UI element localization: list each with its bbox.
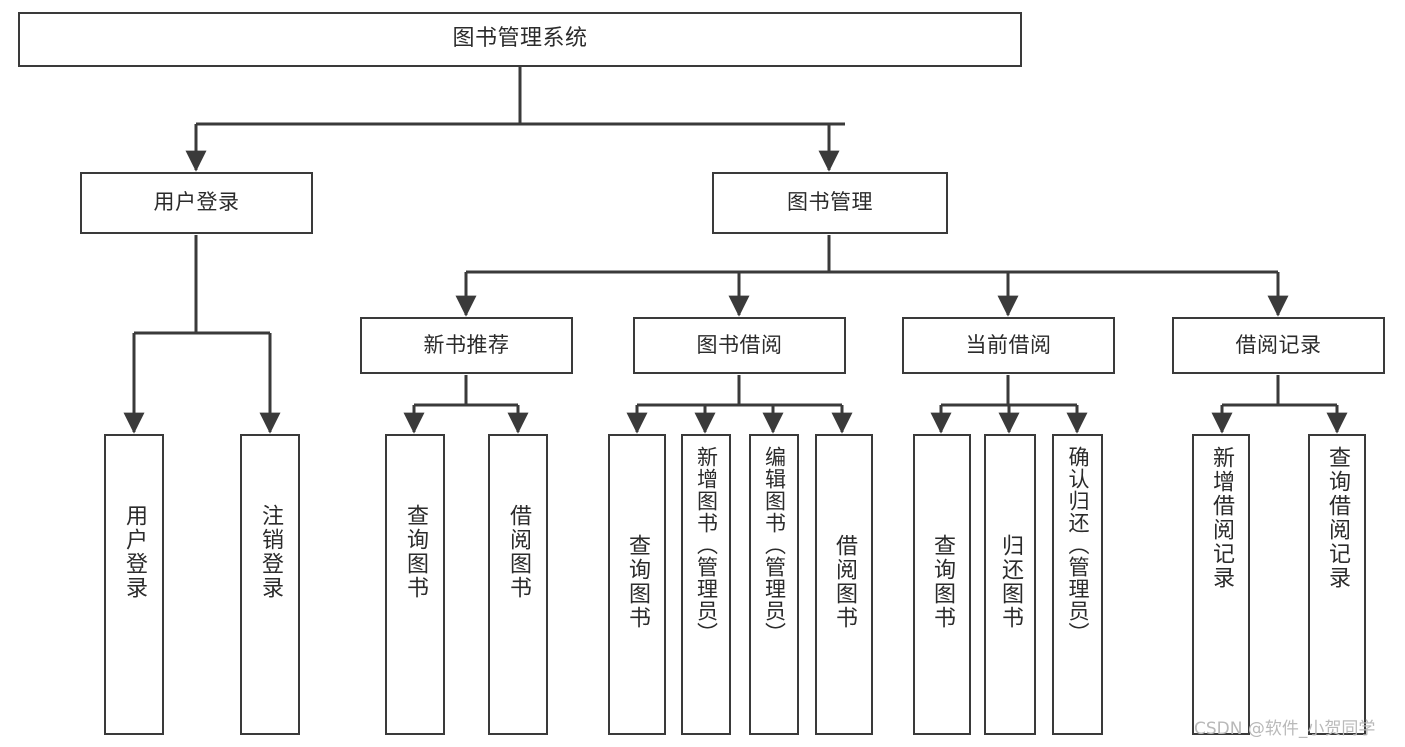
node-current-borrow-label: 当前借阅	[965, 332, 1052, 357]
leaf-logout-login-label: 注销登录	[258, 504, 283, 600]
node-borrow-record-label: 借阅记录	[1235, 332, 1322, 357]
leaf-query-book-2[interactable]: 查询图书	[608, 434, 666, 735]
node-user-login-label: 用户登录	[153, 190, 240, 215]
node-current-borrow[interactable]: 当前借阅	[902, 317, 1115, 374]
leaf-logout-login[interactable]: 注销登录	[240, 434, 300, 735]
leaf-query-book-3[interactable]: 查询图书	[913, 434, 971, 735]
node-book-borrow-label: 图书借阅	[696, 332, 783, 357]
node-borrow-record[interactable]: 借阅记录	[1172, 317, 1385, 374]
leaf-edit-book-label: 编辑图书（管理员）	[762, 446, 787, 644]
leaf-borrow-book-2-label: 借阅图书	[832, 534, 857, 630]
leaf-user-login[interactable]: 用户登录	[104, 434, 164, 735]
leaf-user-login-label: 用户登录	[122, 504, 147, 600]
leaf-add-book[interactable]: 新增图书（管理员）	[681, 434, 731, 735]
leaf-return-book-label: 归还图书	[998, 534, 1023, 630]
csdn-watermark: CSDN @软件_小贺同学	[1194, 719, 1376, 739]
leaf-edit-book[interactable]: 编辑图书（管理员）	[749, 434, 799, 735]
leaf-query-book-2-label: 查询图书	[625, 534, 650, 630]
node-user-login[interactable]: 用户登录	[80, 172, 313, 234]
leaf-query-record[interactable]: 查询借阅记录	[1308, 434, 1366, 735]
node-book-management-label: 图书管理	[787, 190, 873, 215]
node-new-book-recommend[interactable]: 新书推荐	[360, 317, 573, 374]
leaf-add-book-label: 新增图书（管理员）	[694, 446, 719, 644]
leaf-query-book-1[interactable]: 查询图书	[385, 434, 445, 735]
leaf-query-record-label: 查询借阅记录	[1325, 446, 1350, 590]
leaf-borrow-book-1-label: 借阅图书	[506, 504, 531, 600]
leaf-add-record[interactable]: 新增借阅记录	[1192, 434, 1250, 735]
node-book-management[interactable]: 图书管理	[712, 172, 948, 234]
leaf-add-record-label: 新增借阅记录	[1209, 446, 1234, 590]
leaf-query-book-1-label: 查询图书	[403, 504, 428, 600]
leaf-query-book-3-label: 查询图书	[930, 534, 955, 630]
leaf-confirm-return-label: 确认归还（管理员）	[1066, 446, 1090, 644]
leaf-borrow-book-1[interactable]: 借阅图书	[488, 434, 548, 735]
node-root[interactable]: 图书管理系统	[18, 12, 1022, 67]
leaf-return-book[interactable]: 归还图书	[984, 434, 1036, 735]
node-new-book-recommend-label: 新书推荐	[423, 332, 510, 357]
leaf-confirm-return[interactable]: 确认归还（管理员）	[1052, 434, 1103, 735]
node-book-borrow[interactable]: 图书借阅	[633, 317, 846, 374]
leaf-borrow-book-2[interactable]: 借阅图书	[815, 434, 873, 735]
node-root-label: 图书管理系统	[452, 26, 588, 52]
